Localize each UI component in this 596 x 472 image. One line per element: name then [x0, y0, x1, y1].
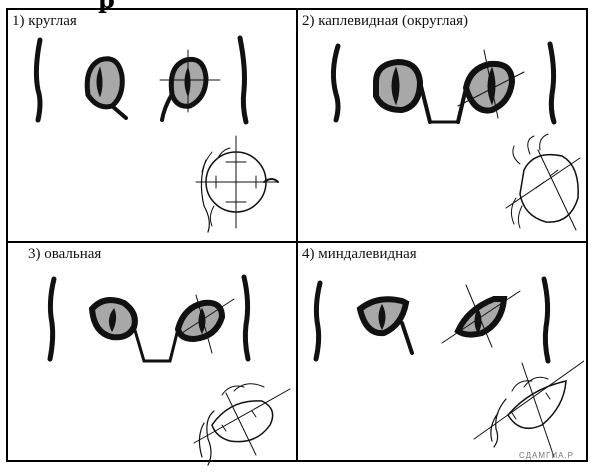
teardrop-eye-illustration: [298, 10, 584, 239]
left-face-contour: [50, 279, 54, 359]
oval-construction-shape: [212, 401, 273, 442]
round-eye-illustration: [8, 10, 294, 239]
almond-construction-shape: [508, 381, 566, 428]
oval-eye-illustration: [8, 243, 294, 472]
fur-strokes: [491, 399, 506, 447]
eye-shapes-grid: 1) круглая: [6, 8, 588, 462]
right-face-contour: [550, 44, 554, 122]
panel-round: 1) круглая: [8, 10, 294, 239]
panel-oval: 3) овальная: [8, 243, 294, 472]
fur-strokes: [199, 411, 214, 465]
left-face-contour: [316, 283, 320, 359]
left-face-contour: [333, 46, 338, 120]
right-face-contour: [240, 38, 246, 122]
watermark: СДАМГИА.Р: [519, 451, 574, 460]
right-face-contour: [544, 279, 548, 361]
left-face-contour: [36, 40, 40, 120]
panel-almond: 4) миндалевидная СД: [298, 243, 584, 472]
almond-eye-illustration: [298, 243, 584, 472]
right-face-contour: [244, 277, 248, 359]
left-eye: [87, 59, 122, 107]
panel-teardrop: 2) каплевидная (округлая): [298, 10, 584, 239]
